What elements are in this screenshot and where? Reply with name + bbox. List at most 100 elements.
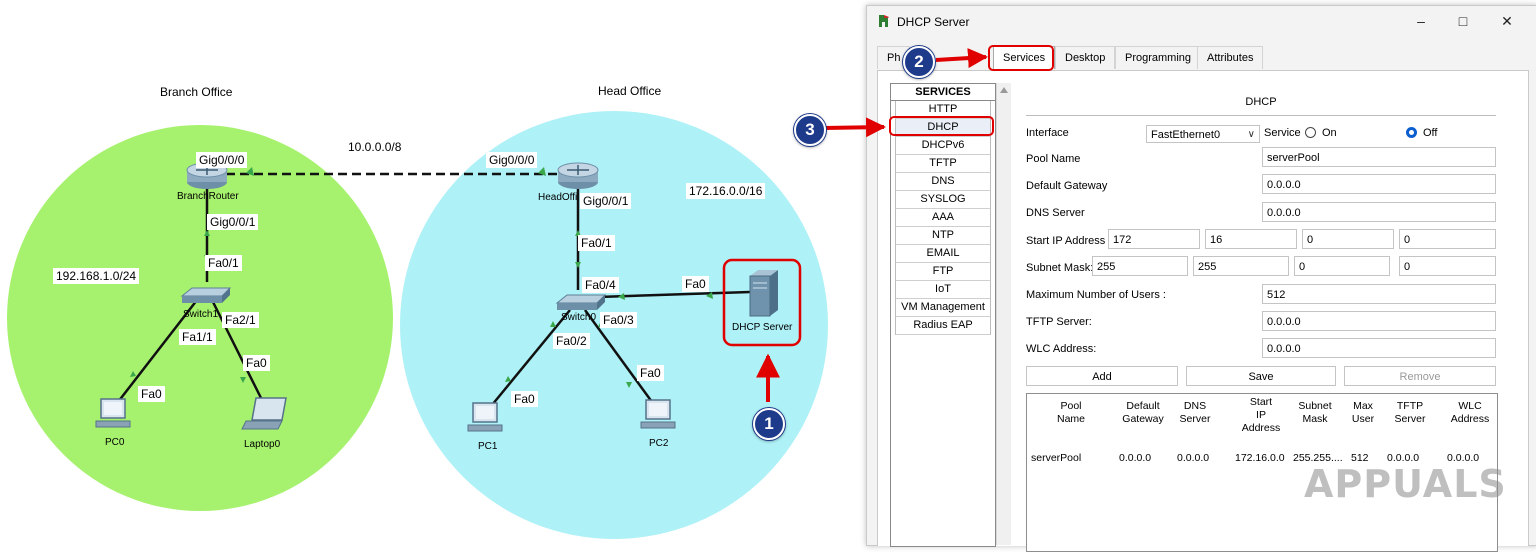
port-label: Fa0/4: [582, 277, 619, 293]
minimize-button[interactable]: –: [1417, 13, 1425, 29]
interface-value: FastEthernet0: [1151, 129, 1221, 141]
pool-name-field[interactable]: serverPool: [1262, 147, 1496, 167]
service-item-ntp[interactable]: NTP: [895, 227, 991, 245]
switch1-icon[interactable]: [180, 287, 232, 303]
wan-network-label: 10.0.0.0/8: [348, 140, 402, 154]
network-topology: Branch Office Head Office 10.0.0.0/8 192…: [7, 84, 828, 539]
service-item-tftp[interactable]: TFTP: [895, 155, 991, 173]
link-switch1-pc0[interactable]: [117, 299, 198, 403]
laptop0-icon[interactable]: [241, 397, 287, 430]
port-label: Fa0/1: [205, 255, 242, 271]
service-item-http[interactable]: HTTP: [895, 101, 991, 119]
port-label: Gig0/0/0: [486, 152, 538, 168]
title-bar[interactable]: DHCP Server – □ ✕: [867, 6, 1536, 36]
table-cell: 255.255....: [1293, 452, 1343, 464]
table-cell: 0.0.0.0: [1119, 452, 1152, 464]
link-switch0-pc1[interactable]: [491, 309, 571, 406]
pool-name-label: Pool Name: [1026, 153, 1081, 165]
save-button[interactable]: Save: [1186, 366, 1336, 386]
service-on-radio[interactable]: [1305, 127, 1316, 138]
start-ip-octet-3[interactable]: 0: [1302, 229, 1394, 249]
subnet-mask-label: Subnet Mask:: [1026, 262, 1094, 274]
service-item-vm-management[interactable]: VM Management: [895, 299, 991, 317]
head-lan-label: 172.16.0.0/16: [686, 183, 766, 199]
maximize-button[interactable]: □: [1458, 13, 1468, 29]
start-ip-octet-2[interactable]: 16: [1205, 229, 1297, 249]
service-item-syslog[interactable]: SYSLOG: [895, 191, 991, 209]
pc0-icon[interactable]: [95, 398, 131, 428]
dns-server-label: DNS Server: [1026, 207, 1085, 219]
service-item-iot[interactable]: IoT: [895, 281, 991, 299]
max-users-field[interactable]: 512: [1262, 284, 1496, 304]
head-office-label: Head Office: [598, 84, 662, 98]
divider: [1026, 115, 1496, 116]
services-header: SERVICES: [891, 84, 995, 101]
table-cell: 0.0.0.0: [1177, 452, 1210, 464]
service-item-dhcpv6[interactable]: DHCPv6: [895, 137, 991, 155]
service-item-radius-eap[interactable]: Radius EAP: [895, 317, 991, 335]
port-label: Fa0/3: [600, 312, 637, 328]
port-label: Fa0: [243, 355, 270, 371]
branch-office-label: Branch Office: [160, 85, 233, 99]
device-label: Laptop0: [244, 439, 281, 450]
default-gateway-field[interactable]: 0.0.0.0: [1262, 174, 1496, 194]
tftp-server-field[interactable]: 0.0.0.0: [1262, 311, 1496, 331]
table-cell: serverPool: [1031, 452, 1082, 464]
port-label: Gig0/0/1: [580, 193, 632, 209]
services-tab-highlight: [988, 45, 1054, 71]
pc1-icon[interactable]: [467, 402, 503, 432]
close-button[interactable]: ✕: [1501, 13, 1513, 29]
tab-desktop[interactable]: Desktop: [1055, 46, 1116, 69]
link-switch1-laptop0[interactable]: [210, 299, 264, 401]
start-ip-octet-4[interactable]: 0: [1399, 229, 1496, 249]
device-label: PC1: [478, 441, 498, 452]
service-off-label: Off: [1423, 127, 1438, 139]
dns-server-field[interactable]: 0.0.0.0: [1262, 202, 1496, 222]
service-item-dns[interactable]: DNS: [895, 173, 991, 191]
port-label: Gig0/0/1: [207, 214, 259, 230]
head-router-icon[interactable]: [557, 162, 599, 189]
service-off-radio[interactable]: [1406, 127, 1417, 138]
add-button[interactable]: Add: [1026, 366, 1178, 386]
dhcp-title: DHCP: [1245, 96, 1277, 108]
service-item-dhcp[interactable]: DHCP: [895, 119, 991, 137]
step-1-badge: 1: [753, 408, 785, 440]
appuals-watermark: APPUALS: [1304, 462, 1507, 506]
dhcp-server-icon[interactable]: [749, 270, 778, 317]
subnet-mask-octet-2[interactable]: 255: [1193, 256, 1289, 276]
service-item-email[interactable]: EMAIL: [895, 245, 991, 263]
tftp-server-label: TFTP Server:: [1026, 316, 1092, 328]
subnet-mask-octet-4[interactable]: 0: [1399, 256, 1496, 276]
port-label: Fa0: [682, 276, 709, 292]
max-users-label: Maximum Number of Users :: [1026, 289, 1166, 301]
table-cell: 512: [1351, 452, 1369, 464]
subnet-mask-octet-1[interactable]: 255: [1092, 256, 1188, 276]
branch-lan-label: 192.168.1.0/24: [53, 268, 140, 284]
remove-button[interactable]: Remove: [1344, 366, 1496, 386]
port-label: Fa1/1: [179, 329, 216, 345]
device-label: BranchRouter: [177, 191, 239, 202]
service-item-ftp[interactable]: FTP: [895, 263, 991, 281]
interface-select[interactable]: FastEthernet0 ∨: [1146, 125, 1260, 143]
pc2-icon[interactable]: [640, 399, 676, 429]
subnet-mask-octet-3[interactable]: 0: [1294, 256, 1390, 276]
service-item-aaa[interactable]: AAA: [895, 209, 991, 227]
device-label: DHCP Server: [732, 322, 793, 333]
tab-services[interactable]: Services: [993, 46, 1056, 69]
wlc-address-label: WLC Address:: [1026, 343, 1097, 355]
window-title: DHCP Server: [897, 15, 970, 29]
switch0-icon[interactable]: [555, 294, 607, 310]
tab-attributes[interactable]: Attributes: [1197, 46, 1264, 69]
services-scrollbar[interactable]: [996, 83, 1011, 545]
port-label: Fa0/2: [553, 333, 590, 349]
tab-programming[interactable]: Programming: [1115, 46, 1202, 69]
link-switch0-pc2[interactable]: [583, 309, 654, 403]
wlc-address-field[interactable]: 0.0.0.0: [1262, 338, 1496, 358]
start-ip-octet-1[interactable]: 172: [1108, 229, 1200, 249]
scroll-up-icon[interactable]: [1000, 87, 1008, 93]
